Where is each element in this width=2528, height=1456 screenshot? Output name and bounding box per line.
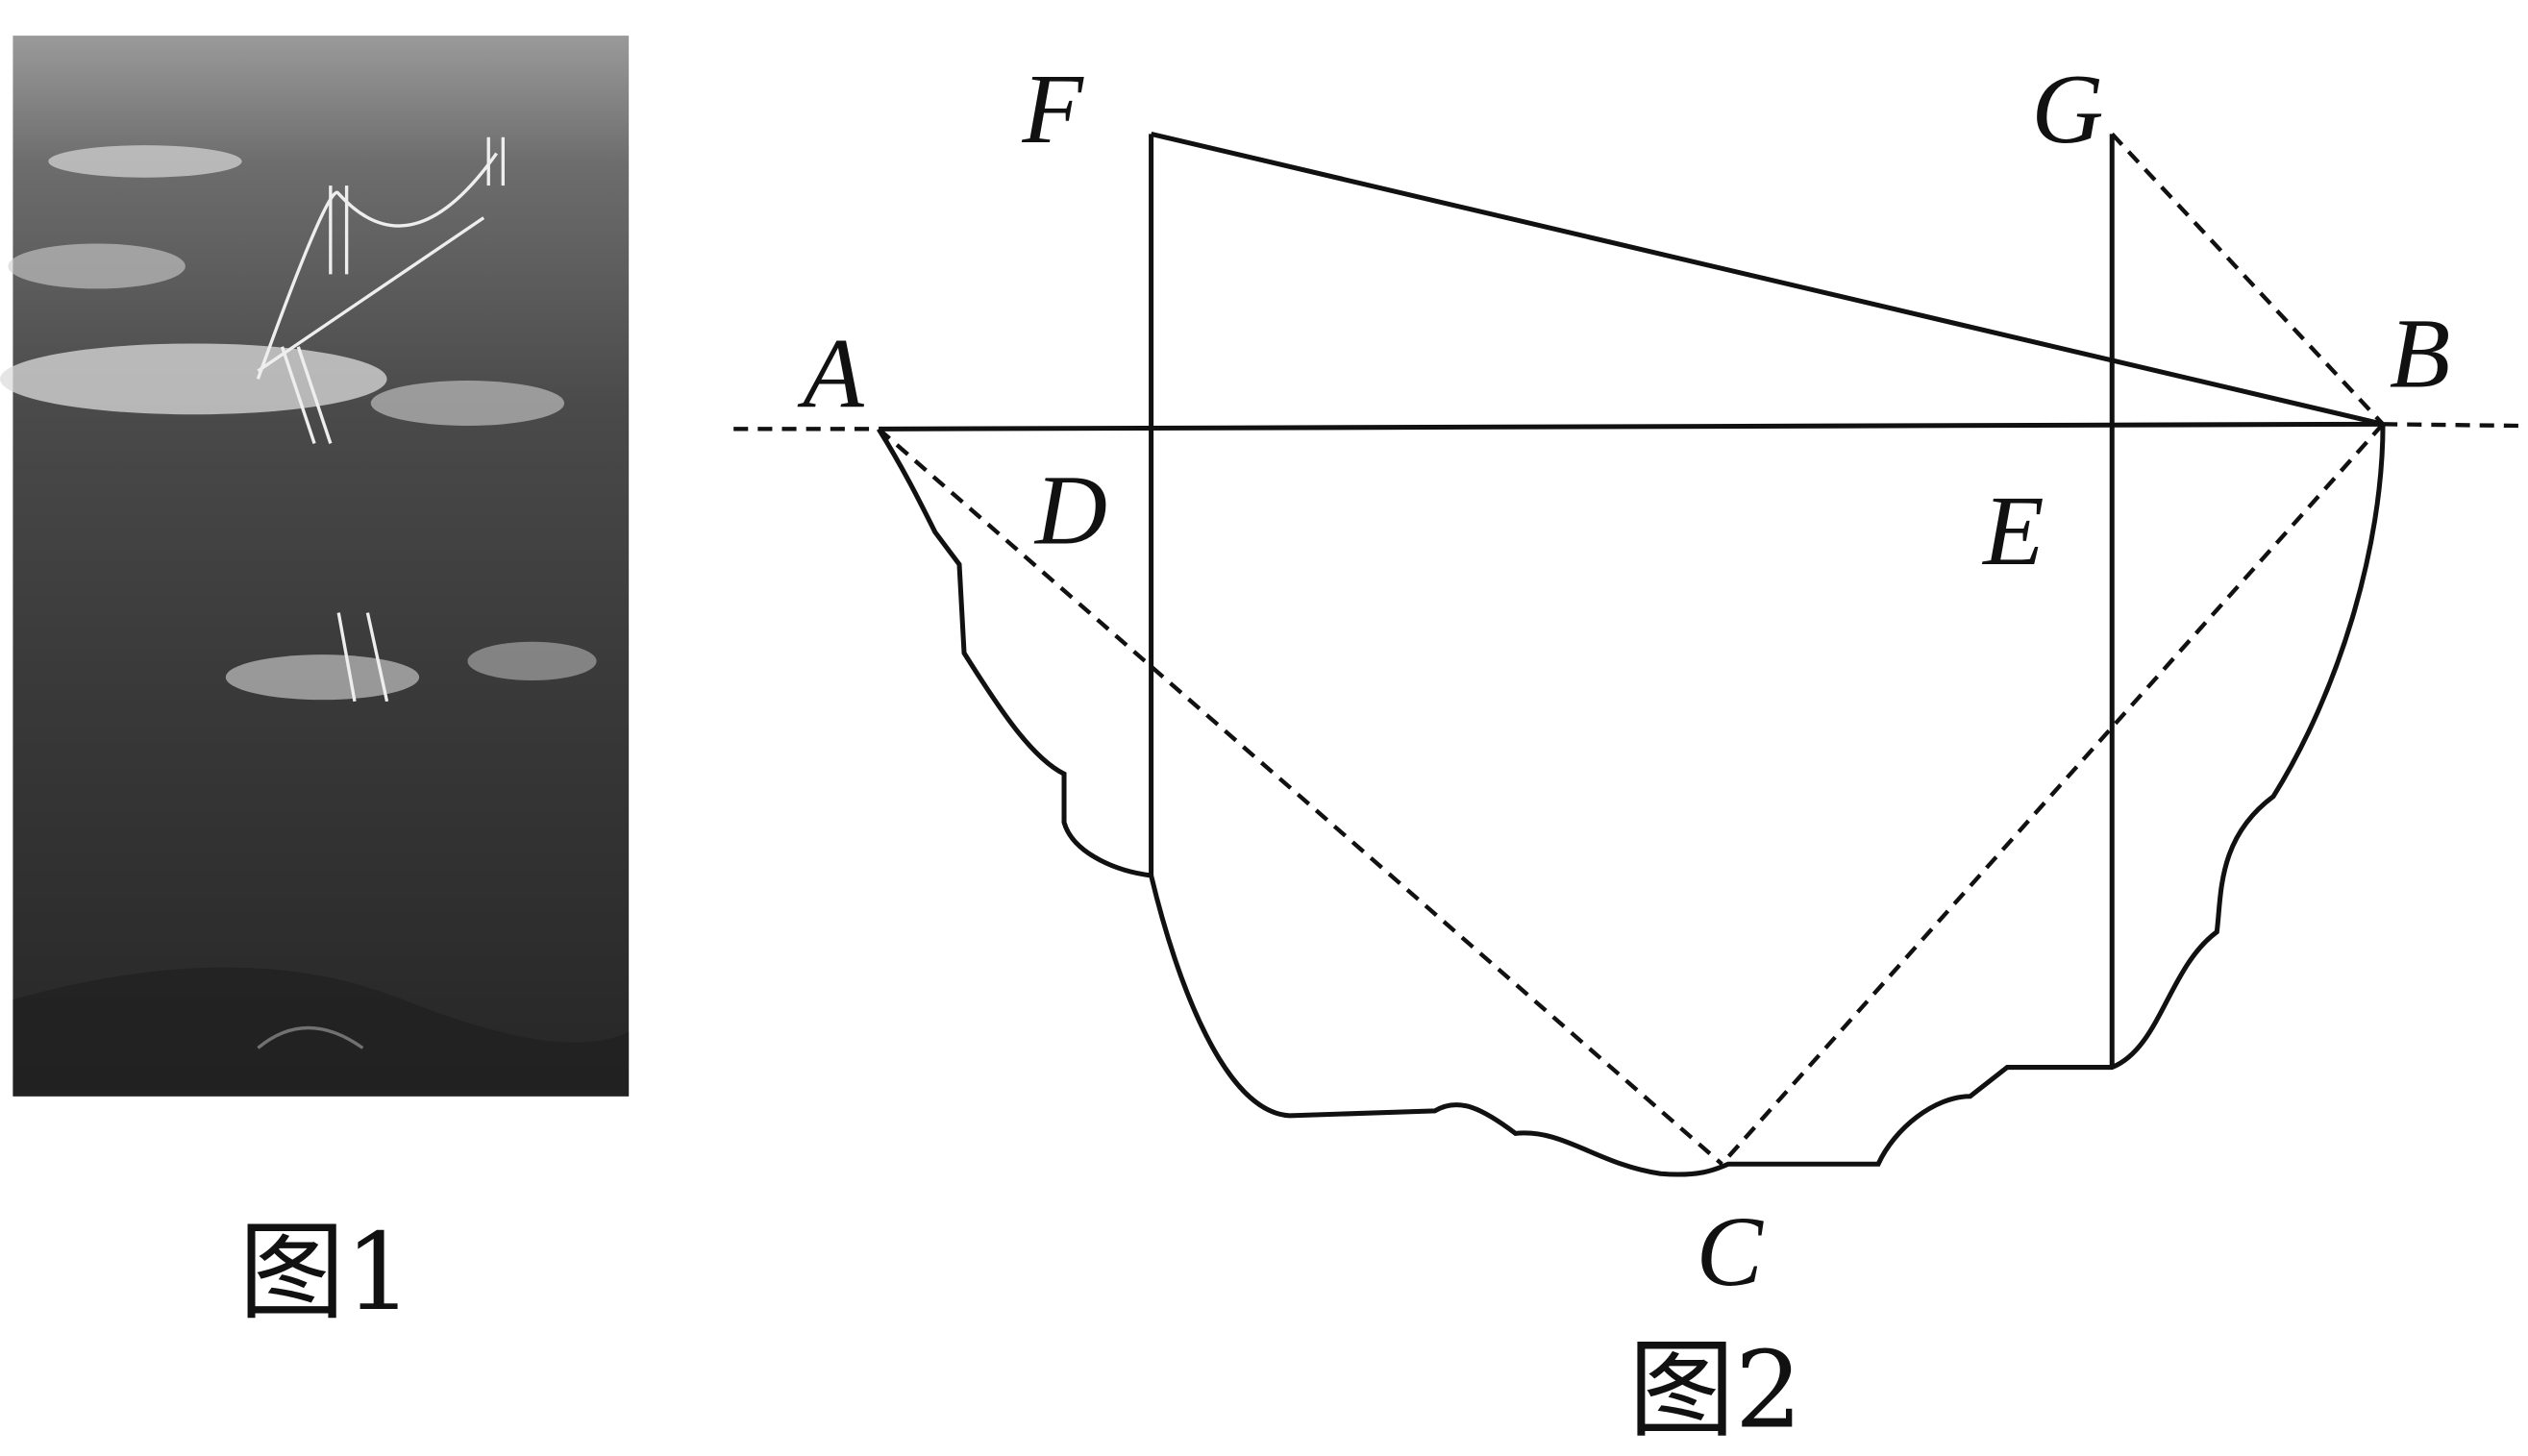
label-B: B: [2390, 299, 2451, 409]
segment-AB: [879, 421, 2384, 432]
figure2-geometry: [733, 131, 2518, 1177]
label-D: D: [1033, 455, 1107, 565]
extension-right: [2383, 422, 2518, 429]
label-C: C: [1697, 1197, 1765, 1307]
label-F: F: [1021, 54, 1084, 164]
segment-AC: [877, 427, 1723, 1166]
segment-FB: [1151, 131, 2384, 427]
label-A: A: [797, 318, 864, 429]
figure1-caption: 图1: [238, 1211, 412, 1335]
figure2-caption: 图2: [1628, 1329, 1802, 1453]
segment-GB: [2110, 132, 2385, 426]
segment-BC: [1720, 422, 2385, 1166]
figure1-photo: [0, 36, 630, 1097]
label-E: E: [1981, 476, 2045, 586]
cliff-outline: [876, 424, 2386, 1177]
label-G: G: [2031, 54, 2103, 164]
